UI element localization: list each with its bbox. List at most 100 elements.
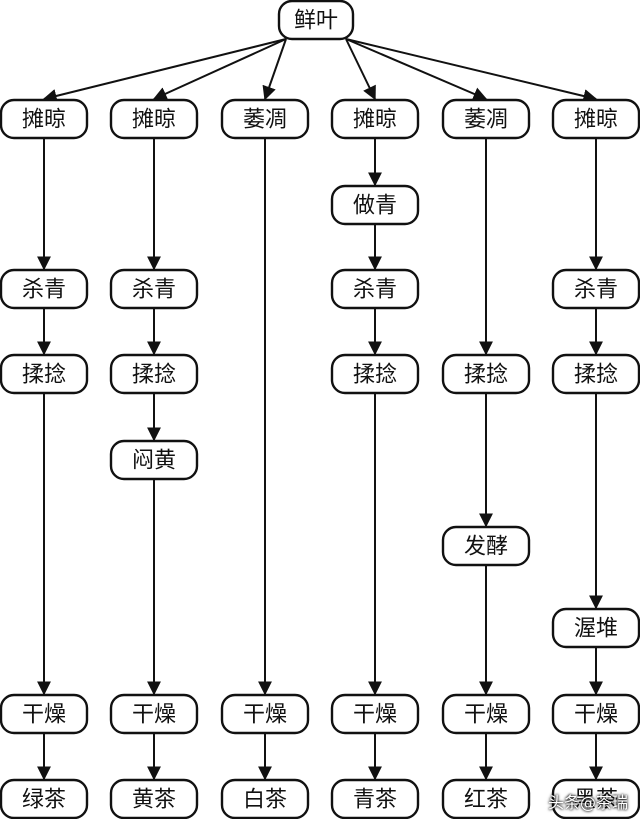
node-c4f-label: 青茶: [353, 788, 397, 813]
node-c5b-label: 揉捻: [464, 363, 508, 388]
node-c6b-box: [551, 268, 640, 310]
node-c2f: 黄茶: [109, 778, 199, 819]
node-c1c: 揉捻: [0, 353, 89, 395]
node-root-box: [277, 0, 355, 41]
node-c5c: 发酵: [441, 525, 531, 567]
node-c2c-label: 揉捻: [132, 363, 176, 388]
node-c1a-label: 摊晾: [22, 108, 66, 133]
node-c1b-label: 杀青: [22, 278, 66, 303]
node-c1d-label: 干燥: [22, 703, 66, 728]
node-c2f-label: 黄茶: [132, 788, 176, 813]
edge-root-col2: [152, 38, 287, 101]
node-c5c-box: [441, 525, 531, 567]
node-c4f: 青茶: [330, 778, 420, 819]
node-c6f-box: [551, 778, 640, 819]
edge-root-col1: [42, 38, 287, 103]
node-root: 鲜叶: [277, 0, 355, 41]
node-c4b-box: [330, 184, 420, 226]
node-c5e-label: 红茶: [464, 788, 508, 813]
edges: [37, 38, 603, 781]
node-c5a: 萎凋: [441, 98, 531, 140]
node-c5e: 红茶: [441, 778, 531, 819]
node-c5d-label: 干燥: [464, 703, 508, 728]
node-c2c-box: [109, 353, 199, 395]
node-c1c-box: [0, 353, 89, 395]
node-c2a: 摊晾: [109, 98, 199, 140]
node-c3a-label: 萎凋: [243, 108, 287, 133]
node-c6c: 揉捻: [551, 353, 640, 395]
watermark: 头条@茶瑞: [547, 793, 628, 812]
node-c3c-label: 白茶: [243, 788, 287, 813]
node-c2a-label: 摊晾: [132, 108, 176, 133]
node-c2b-box: [109, 268, 199, 310]
node-c3b-box: [220, 693, 310, 735]
node-c1e: 绿茶: [0, 778, 89, 819]
node-c1b-box: [0, 268, 89, 310]
node-c6a-box: [551, 98, 640, 140]
node-c1c-label: 揉捻: [22, 363, 66, 388]
edge-root-col4: [345, 38, 376, 101]
node-c4e-label: 干燥: [353, 703, 397, 728]
node-c6f-label: 黑茶: [574, 788, 618, 813]
edge-root-col5: [345, 38, 488, 101]
node-c2d-label: 闷黄: [132, 449, 176, 474]
node-c2d: 闷黄: [109, 439, 199, 481]
node-c2e: 干燥: [109, 693, 199, 735]
node-c5d: 干燥: [441, 693, 531, 735]
node-c6b-label: 杀青: [574, 278, 618, 303]
node-c6d: 渥堆: [551, 607, 640, 649]
node-c5a-label: 萎凋: [464, 108, 508, 133]
node-c4d-label: 揉捻: [353, 363, 397, 388]
node-c5b: 揉捻: [441, 353, 531, 395]
edge-root-col6: [345, 38, 598, 103]
node-c4d: 揉捻: [330, 353, 420, 395]
node-c5b-box: [441, 353, 531, 395]
node-c2e-label: 干燥: [132, 703, 176, 728]
node-c4d-box: [330, 353, 420, 395]
node-c1a-box: [0, 98, 89, 140]
node-c4c-box: [330, 268, 420, 310]
node-c2b: 杀青: [109, 268, 199, 310]
node-c6e-label: 干燥: [574, 703, 618, 728]
node-c1a: 摊晾: [0, 98, 89, 140]
node-c6c-box: [551, 353, 640, 395]
node-c4e: 干燥: [330, 693, 420, 735]
node-c2d-box: [109, 439, 199, 481]
node-c2c: 揉捻: [109, 353, 199, 395]
node-root-label: 鲜叶: [294, 9, 338, 34]
node-c1b: 杀青: [0, 268, 89, 310]
node-c3c-box: [220, 778, 310, 819]
node-c6e-box: [551, 693, 640, 735]
node-c4a: 摊晾: [330, 98, 420, 140]
node-c4a-box: [330, 98, 420, 140]
node-c6f: 黑茶: [551, 778, 640, 819]
node-c4e-box: [330, 693, 420, 735]
node-c6a-label: 摊晾: [574, 108, 618, 133]
node-c3b: 干燥: [220, 693, 310, 735]
node-c2a-box: [109, 98, 199, 140]
node-c4c: 杀青: [330, 268, 420, 310]
node-c6a: 摊晾: [551, 98, 640, 140]
node-c1d: 干燥: [0, 693, 89, 735]
node-c4b-label: 做青: [353, 194, 397, 219]
node-c3a-box: [220, 98, 310, 140]
node-c1e-label: 绿茶: [22, 788, 66, 813]
node-c5d-box: [441, 693, 531, 735]
node-c2e-box: [109, 693, 199, 735]
node-c6e: 干燥: [551, 693, 640, 735]
edge-root-col3: [262, 38, 287, 101]
node-c5e-box: [441, 778, 531, 819]
node-c4a-label: 摊晾: [353, 108, 397, 133]
node-c6d-box: [551, 607, 640, 649]
node-c5c-label: 发酵: [464, 535, 508, 560]
node-c4b: 做青: [330, 184, 420, 226]
node-c3c: 白茶: [220, 778, 310, 819]
node-c4f-box: [330, 778, 420, 819]
node-c4c-label: 杀青: [353, 278, 397, 303]
node-c6c-label: 揉捻: [574, 363, 618, 388]
node-c1e-box: [0, 778, 89, 819]
node-c2f-box: [109, 778, 199, 819]
node-c3a: 萎凋: [220, 98, 310, 140]
